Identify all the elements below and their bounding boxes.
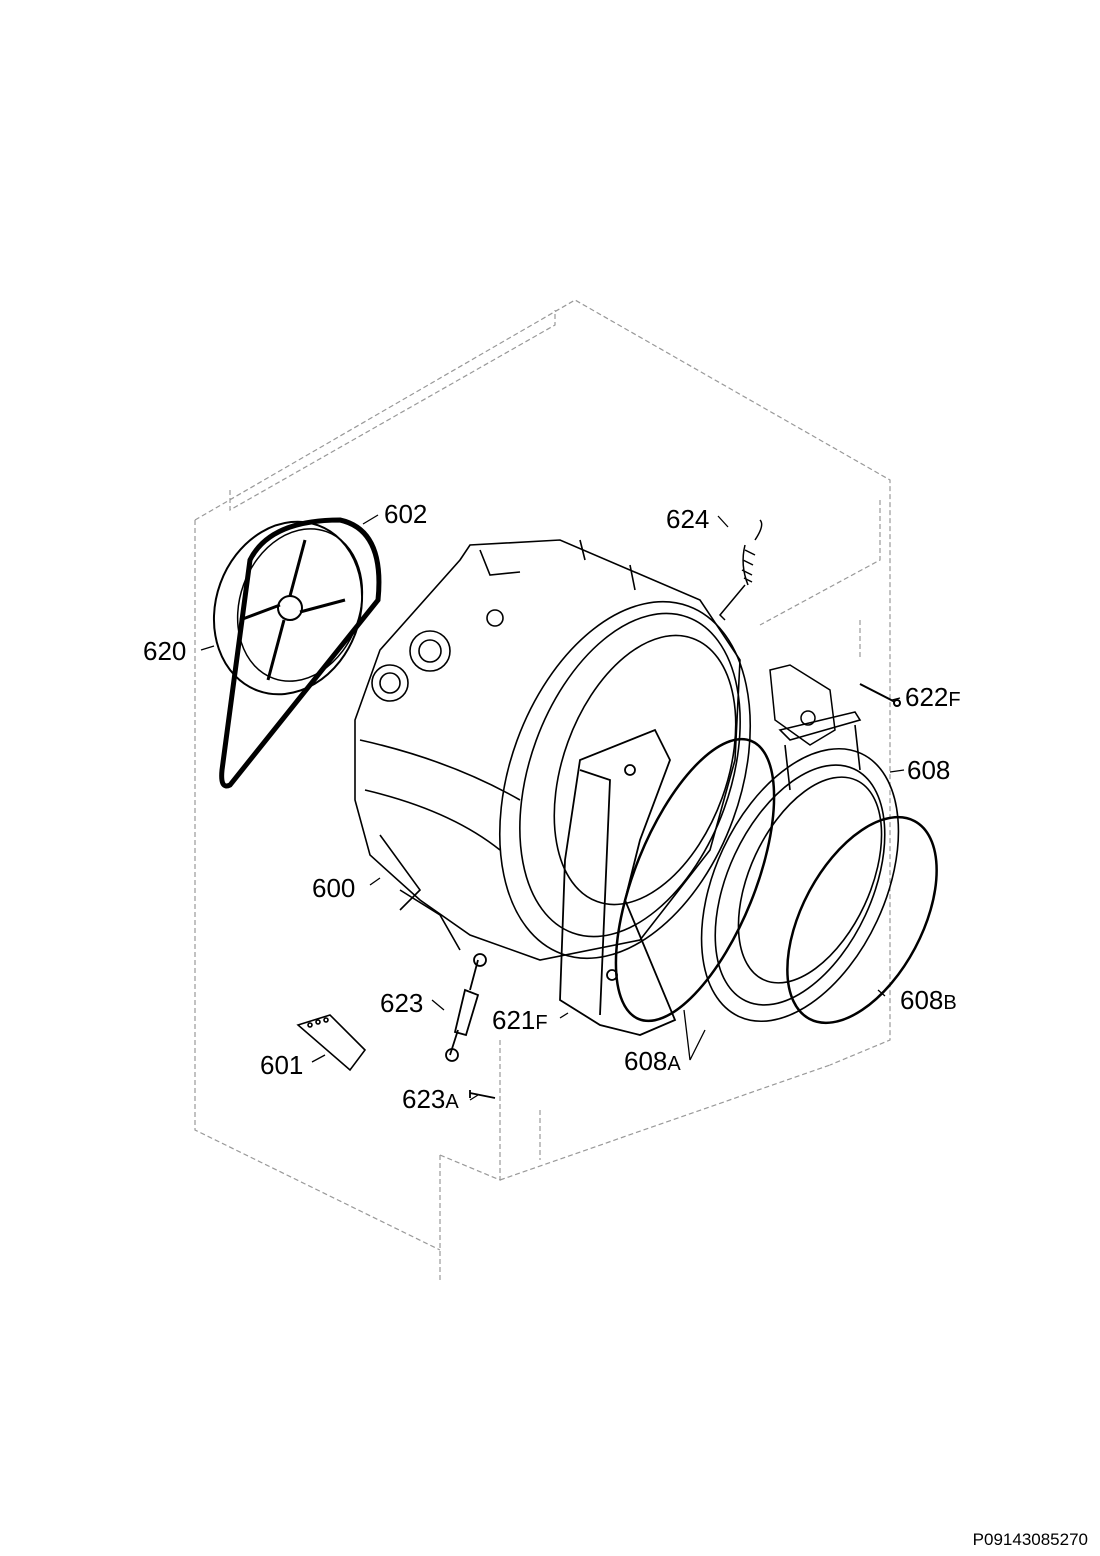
part-label-608A: 608A	[624, 1046, 681, 1076]
belt-602	[219, 517, 382, 789]
bracket	[769, 664, 836, 746]
part-label-622F: 622F	[905, 682, 961, 712]
shock-absorber-623	[445, 953, 487, 1062]
part-label-621F: 621F	[492, 1005, 548, 1035]
leader-lines	[200, 514, 905, 1101]
tub-front	[498, 600, 752, 960]
part-label-623: 623	[380, 988, 424, 1018]
part-label-620: 620	[143, 636, 187, 666]
part-label-624: 624	[666, 504, 710, 534]
ring-608A	[614, 737, 776, 1023]
tub-rear-600	[354, 539, 741, 961]
part-label-623A: 623A	[402, 1084, 459, 1114]
part-label-601: 601	[260, 1050, 304, 1080]
pin-623A	[469, 1090, 496, 1099]
part-label-608B: 608B	[900, 985, 957, 1015]
pulley-620	[212, 520, 364, 696]
screw-622F	[859, 683, 901, 707]
door-seal-608	[700, 711, 900, 1023]
foot-601	[296, 1014, 367, 1072]
spring-624	[718, 519, 763, 621]
part-label-608: 608	[907, 755, 951, 785]
part-label-600: 600	[312, 873, 356, 903]
cabinet-outline	[194, 299, 891, 1280]
document-code: P09143085270	[972, 1530, 1088, 1549]
clamp-ring-608B	[786, 815, 938, 1025]
part-label-602: 602	[384, 499, 428, 529]
